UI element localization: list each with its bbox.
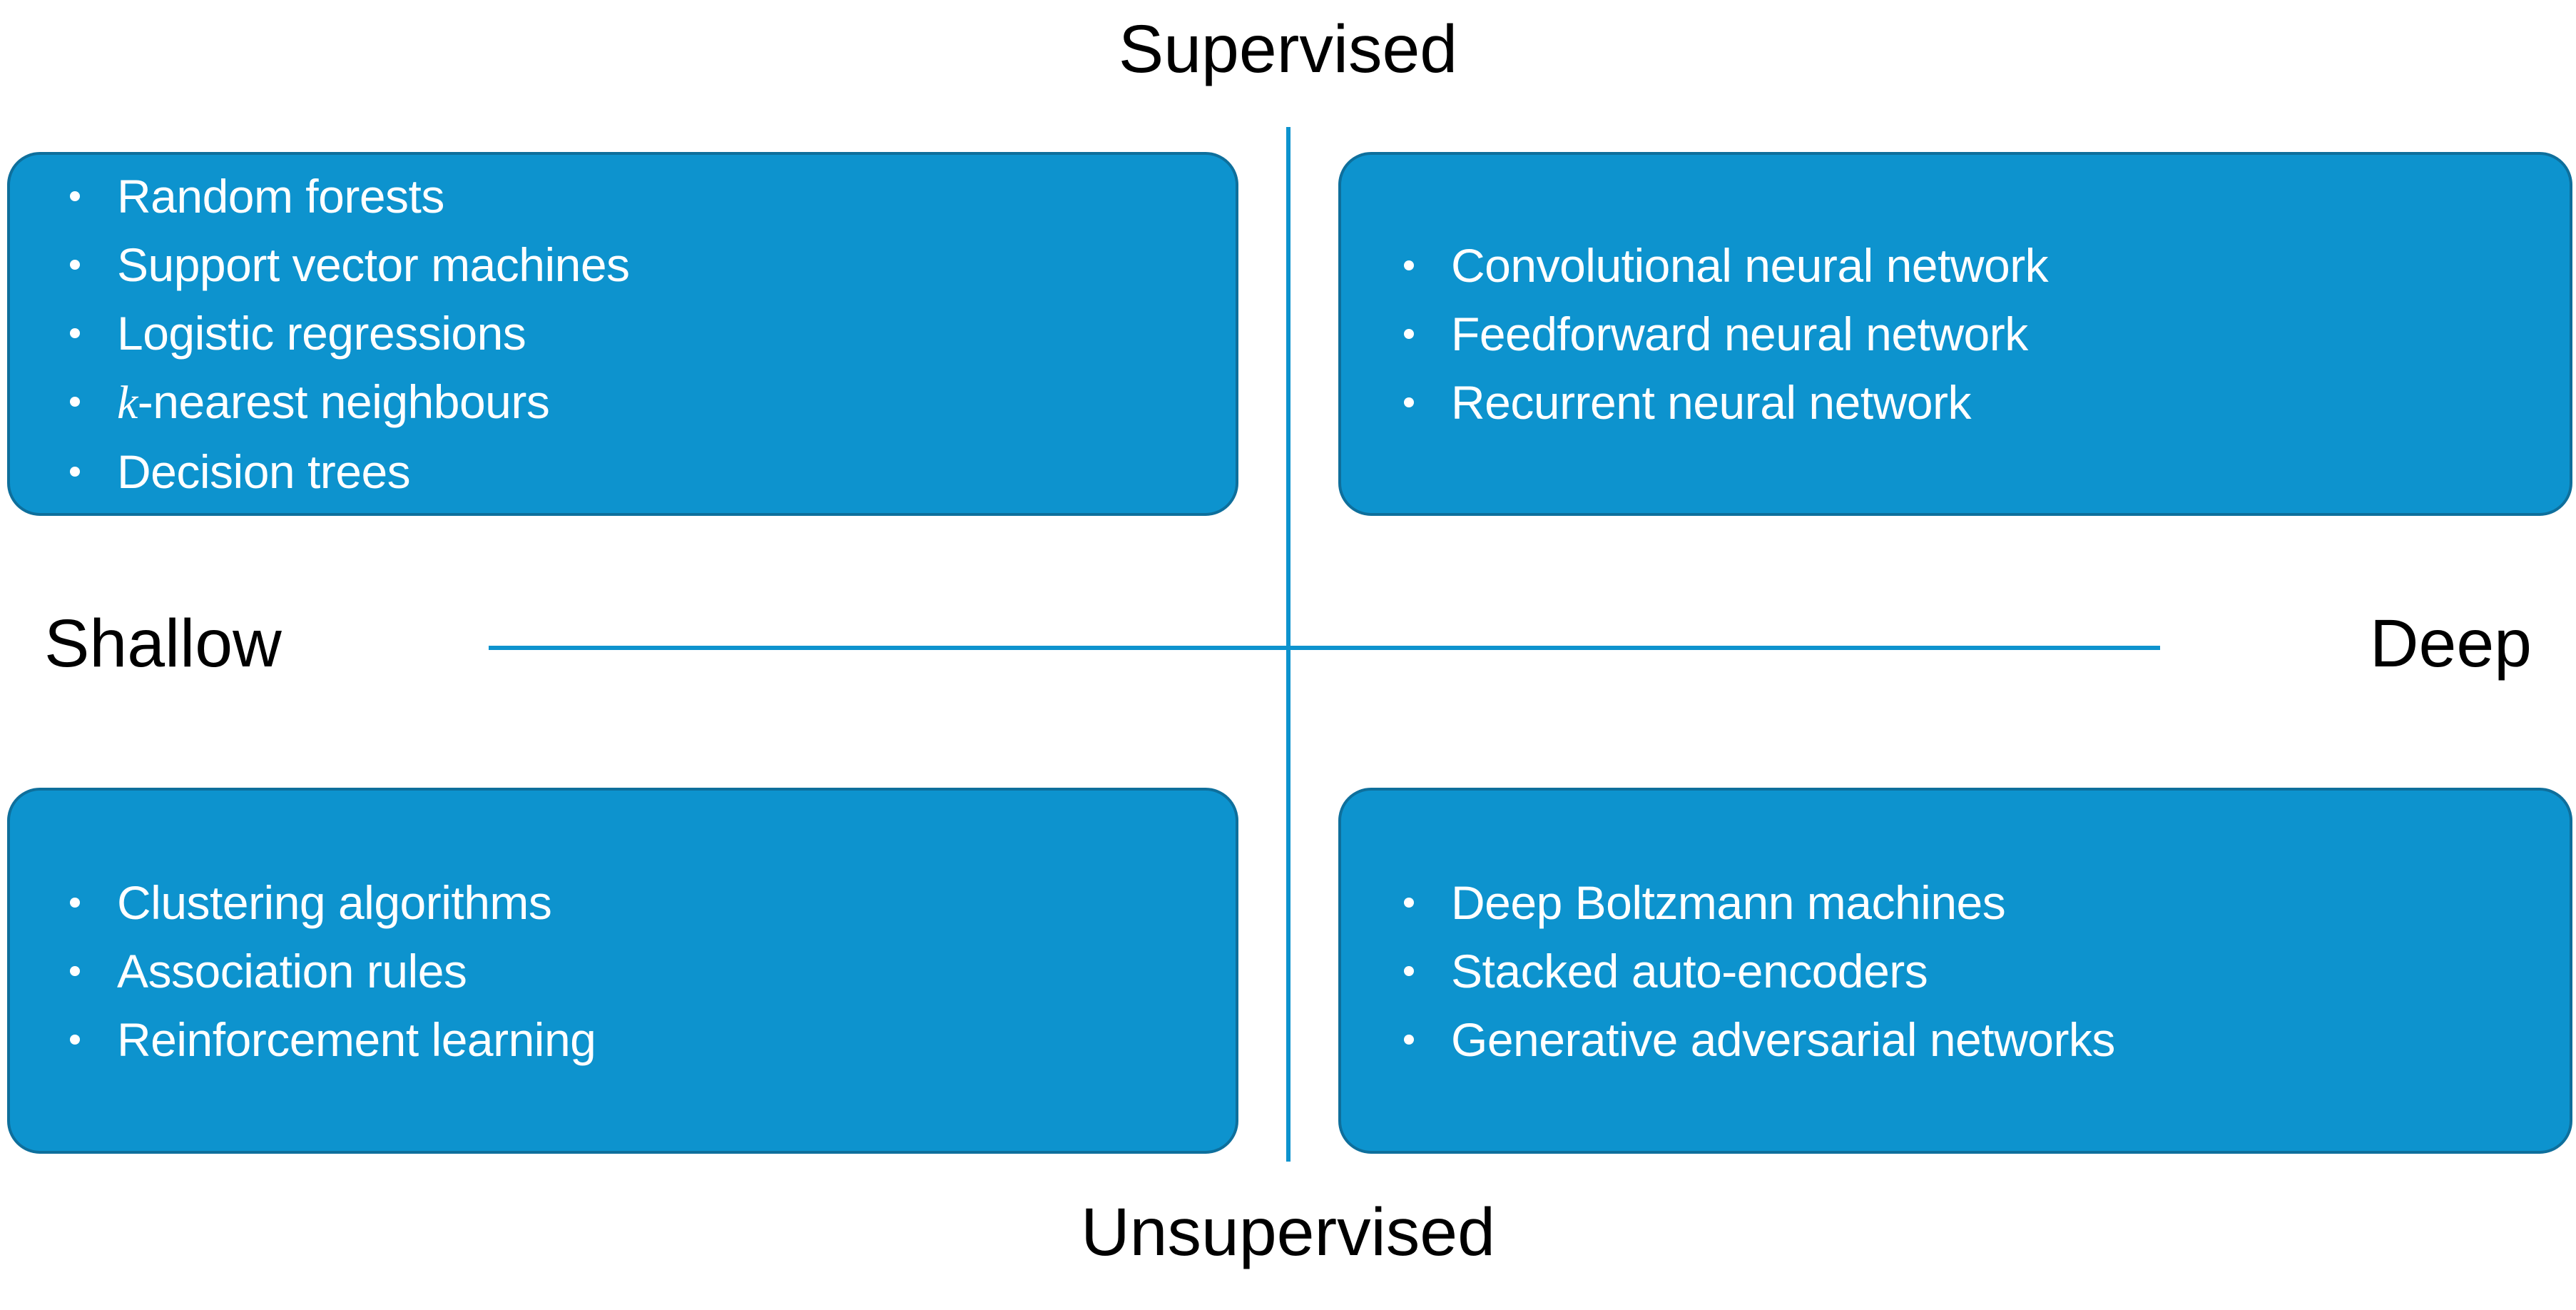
list-item-label: Stacked auto-encoders [1451,944,1928,997]
axis-label-shallow: Shallow [44,606,282,681]
bullet-dot-icon [70,397,80,407]
bullet-dot-icon [1404,897,1414,908]
list-item-label: -nearest neighbours [137,375,550,428]
axis-label-unsupervised: Unsupervised [1081,1194,1495,1270]
list-item: Random forests [66,162,1236,230]
list-item-label: Feedforward neural network [1451,308,2028,360]
list-item-label: Recurrent neural network [1451,376,1972,429]
bullet-dot-icon [70,467,80,477]
list-item-label: Convolutional neural network [1451,239,2049,292]
list-item-label: Support vector machines [117,238,630,291]
quadrant-box-shallow-unsupervised: Clustering algorithms Association rules … [7,788,1238,1154]
quadrant-box-deep-supervised: Convolutional neural network Feedforward… [1338,152,2572,516]
list-item-label: Deep Boltzmann machines [1451,875,2006,929]
horizontal-axis-line [489,646,2160,650]
list-item: Reinforcement learning [66,1005,1236,1074]
list-item-label: Reinforcement learning [117,1012,596,1066]
bullet-list-shallow-supervised: Random forests Support vector machines L… [66,162,1236,506]
list-item: Convolutional neural network [1400,231,2570,300]
list-item-label: Random forests [117,170,444,223]
list-item: Clustering algorithms [66,868,1236,937]
bullet-list-deep-supervised: Convolutional neural network Feedforward… [1400,231,2570,437]
bullet-dot-icon [1404,1034,1414,1045]
list-item-label: Clustering algorithms [117,875,552,929]
bullet-dot-icon [70,260,80,270]
bullet-dot-icon [70,897,80,908]
bullet-list-deep-unsupervised: Deep Boltzmann machines Stacked auto-enc… [1400,868,2570,1074]
list-item: Logistic regressions [66,299,1236,367]
bullet-dot-icon [70,191,80,201]
bullet-dot-icon [1404,260,1414,270]
axis-label-deep: Deep [2369,606,2532,681]
bullet-dot-icon [70,1034,80,1045]
vertical-axis-line [1286,127,1290,1162]
list-item: Association rules [66,937,1236,1005]
list-item-label: Decision trees [117,445,411,498]
list-item: Deep Boltzmann machines [1400,868,2570,937]
list-item: Recurrent neural network [1400,368,2570,437]
list-item: Decision trees [66,437,1236,506]
bullet-dot-icon [70,965,80,976]
list-item: Feedforward neural network [1400,300,2570,368]
bullet-dot-icon [1404,329,1414,339]
bullet-dot-icon [1404,397,1414,407]
list-item: k-nearest neighbours [66,367,1236,437]
quadrant-box-shallow-supervised: Random forests Support vector machines L… [7,152,1238,516]
list-item: Stacked auto-encoders [1400,937,2570,1005]
quadrant-box-deep-unsupervised: Deep Boltzmann machines Stacked auto-enc… [1338,788,2572,1154]
list-item-italic-prefix: k [117,377,138,429]
list-item: Generative adversarial networks [1400,1005,2570,1074]
list-item-label: Logistic regressions [117,307,526,360]
bullet-list-shallow-unsupervised: Clustering algorithms Association rules … [66,868,1236,1074]
list-item: Support vector machines [66,230,1236,299]
list-item-label: Generative adversarial networks [1451,1012,2115,1066]
bullet-dot-icon [1404,965,1414,976]
list-item-label: Association rules [117,944,467,997]
bullet-dot-icon [70,328,80,338]
axis-label-supervised: Supervised [1118,11,1458,87]
